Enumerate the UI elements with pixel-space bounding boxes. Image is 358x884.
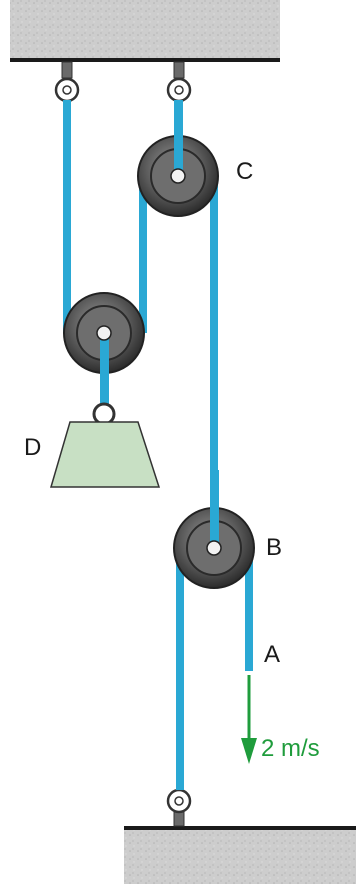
ceiling-anchor-left xyxy=(54,61,80,103)
floor xyxy=(124,826,356,884)
label-weight-d: D xyxy=(24,434,42,461)
pulley-b xyxy=(173,470,255,589)
floor-anchor xyxy=(166,788,192,827)
weight-d xyxy=(49,402,161,488)
pulley-c xyxy=(137,100,219,217)
label-pulley-c: C xyxy=(236,158,254,185)
ceiling-anchor-c xyxy=(166,61,192,103)
velocity-label: 2 m/s xyxy=(261,735,320,762)
label-rope-end-a: A xyxy=(264,641,281,668)
label-pulley-b: B xyxy=(266,534,283,561)
ceiling xyxy=(10,0,280,62)
pulley-d xyxy=(63,292,145,409)
velocity-arrow xyxy=(241,675,257,764)
